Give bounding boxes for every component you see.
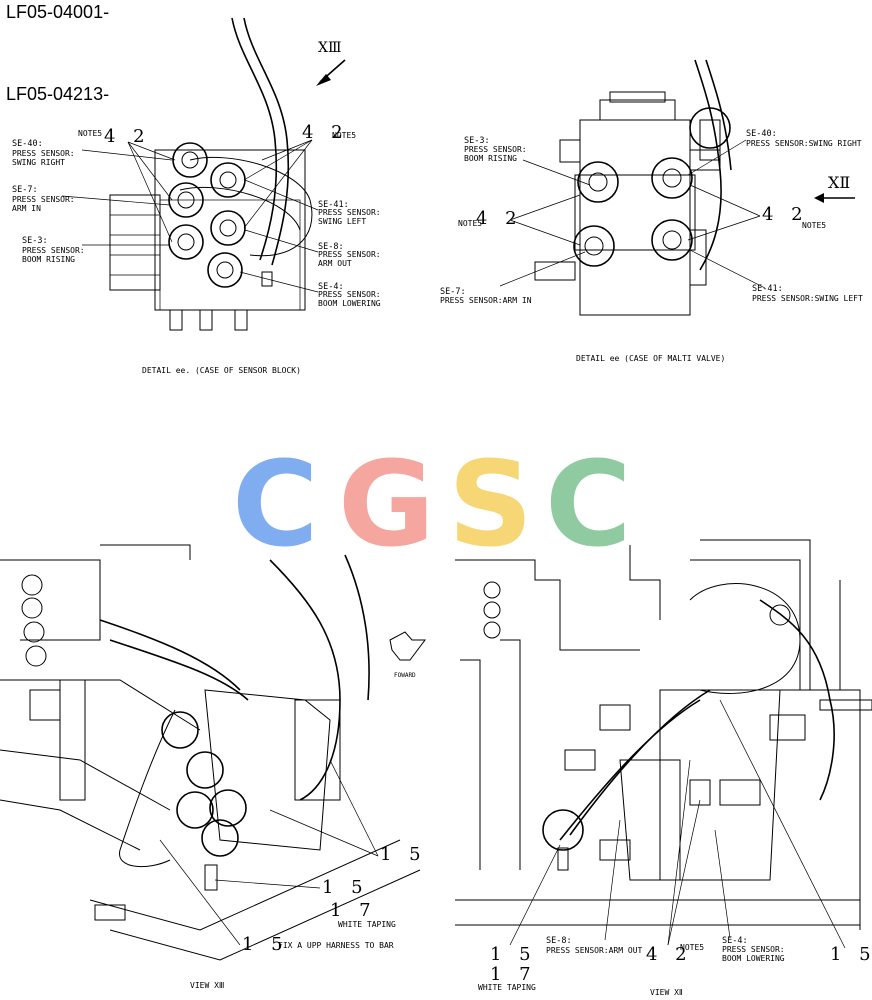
view-xii: 1 5 1 7 WHITE TAPING SE-8: PRESS SENSOR:…	[455, 539, 872, 997]
notes-label: NOTE5	[680, 943, 704, 952]
item-15-callout: 1 5	[242, 934, 289, 955]
se4-label: SE-4:	[722, 936, 748, 946]
watermark-letter-s: S	[448, 435, 533, 573]
se4-label: BOOM LOWERING	[722, 954, 785, 963]
se40-label: PRESS SENSOR:SWING RIGHT	[746, 139, 862, 148]
view-mark-xii: XⅡ	[828, 173, 850, 192]
se8-label: ARM OUT	[318, 259, 352, 268]
se41-label: SWING LEFT	[318, 217, 366, 226]
se3-label: SE-3:	[22, 236, 48, 246]
forward-label: FOWARD	[394, 672, 416, 679]
watermark-letter-c: C	[232, 435, 319, 573]
item-17-callout: 1 7	[330, 900, 377, 921]
se7-label: ARM IN	[12, 204, 41, 213]
detail-sensor-block: XⅢ NOTE5 4 2 4 2 NOTE5 SE-40: PRESS SENS…	[12, 17, 381, 375]
notes-label: NOTE5	[802, 221, 826, 230]
detail-multi-valve: XⅡ SE-3: PRESS SENSOR: BOOM RISING SE-40…	[440, 59, 863, 363]
se8-label: PRESS SENSOR:ARM OUT	[546, 946, 643, 955]
se41-label: SE-41:	[318, 200, 349, 210]
item-42-callout: 4 2	[646, 944, 693, 965]
notes-label: NOTE5	[458, 219, 482, 228]
se3-label: PRESS SENSOR:	[22, 246, 85, 255]
se7-label: PRESS SENSOR:ARM IN	[440, 296, 532, 305]
item-15-callout: 1 5	[830, 944, 872, 965]
se40-label: SWING RIGHT	[12, 158, 65, 167]
se7-label: SE-7:	[440, 287, 466, 297]
view-mark-xiii: XⅢ	[318, 40, 341, 56]
se8-label: SE-8:	[546, 936, 572, 946]
white-taping-label: WHITE TAPING	[338, 920, 396, 929]
se3-label: BOOM RISING	[22, 255, 75, 264]
se7-label: SE-7:	[12, 185, 38, 195]
view-caption: VIEW XⅢ	[190, 981, 224, 990]
se3-label: BOOM RISING	[464, 154, 517, 163]
se8-label: SE-8:	[318, 242, 344, 252]
se4-label: PRESS SENSOR:	[722, 945, 785, 954]
notes-label: NOTE5	[78, 129, 102, 138]
se41-label: PRESS SENSOR:	[318, 208, 381, 217]
se3-label: PRESS SENSOR:	[464, 145, 527, 154]
watermark-letter-c: C	[545, 435, 632, 573]
item-42-callout: 4 2	[476, 208, 523, 229]
view-caption: VIEW XⅡ	[650, 988, 683, 997]
detail-caption: DETAIL ee (CASE OF MALTI VALVE)	[576, 354, 725, 363]
se40-label: SE-40:	[746, 129, 777, 139]
se40-label: PRESS SENSOR:	[12, 149, 75, 158]
se8-label: PRESS SENSOR:	[318, 250, 381, 259]
se7-label: PRESS SENSOR:	[12, 195, 75, 204]
view-xiii: FOWARD 1 5 1 5 1 7 WHITE TAPING 1 5 FIX …	[0, 544, 427, 990]
reference-code-2: LF05-04213-	[6, 84, 110, 104]
item-42-callout: 4 2	[762, 204, 809, 225]
item-15-callout: 1 5	[490, 944, 537, 965]
se4-label: BOOM LOWERING	[318, 299, 381, 308]
item-42-callout: 4 2	[302, 122, 349, 143]
reference-code-1: LF05-04001-	[6, 2, 110, 22]
item-15-callout: 1 5	[380, 844, 427, 865]
se40-label: SE-40:	[12, 139, 43, 149]
watermark-letter-g: G	[338, 435, 435, 573]
se4-label: PRESS SENSOR:	[318, 290, 381, 299]
detail-caption: DETAIL ee. (CASE OF SENSOR BLOCK)	[142, 366, 301, 375]
item-17-callout: 1 7	[490, 964, 537, 985]
item-15-callout: 1 5	[322, 877, 369, 898]
se3-label: SE-3:	[464, 136, 490, 146]
se41-label: SE-41:	[752, 284, 783, 294]
white-taping-label: WHITE TAPING	[478, 983, 536, 992]
se4-label: SE-4:	[318, 282, 344, 292]
item-42-callout: 4 2	[104, 126, 151, 147]
notes-label: NOTE5	[332, 131, 356, 140]
se41-label: PRESS SENSOR:SWING LEFT	[752, 294, 863, 303]
cgsc-watermark: C G S C	[232, 435, 632, 573]
fix-note: FIX A UPP HARNESS TO BAR	[278, 941, 394, 950]
